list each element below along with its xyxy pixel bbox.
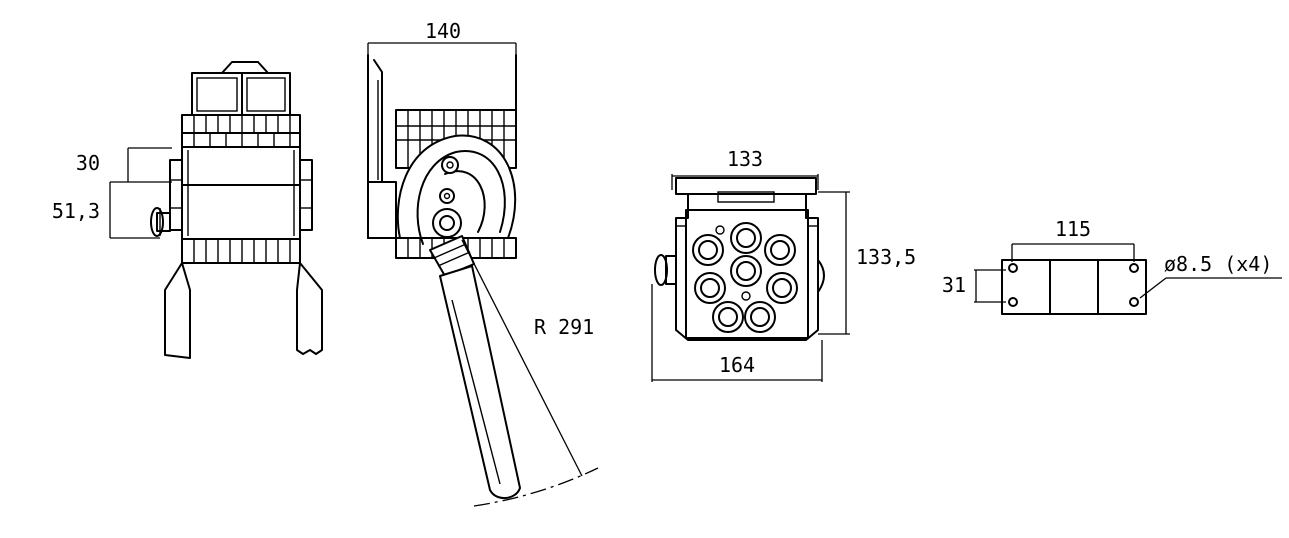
side-view-lower-teeth xyxy=(181,238,301,264)
front-view-body xyxy=(654,193,825,341)
base-plate-dimension-115: 115 xyxy=(1011,217,1135,262)
dimension-label: 133 xyxy=(727,147,763,171)
connector-hole xyxy=(772,278,792,298)
mounting-hole xyxy=(1129,297,1139,307)
dimension-label: 30 xyxy=(76,151,100,175)
lever-view-radius-291: R 291 xyxy=(461,239,599,507)
dimension-label: 51,3 xyxy=(52,199,100,223)
connector-hole xyxy=(700,278,720,298)
lever-view-dimension-140: 140 xyxy=(367,19,517,70)
connector-hole xyxy=(730,255,762,287)
side-view-body xyxy=(169,146,313,240)
dimension-label: ø8.5 (x4) xyxy=(1164,252,1272,276)
connector-hole xyxy=(770,240,790,260)
lever-view: 140 xyxy=(367,19,599,507)
connector-hole xyxy=(694,272,726,304)
connector-hole xyxy=(718,307,738,327)
connector-hole xyxy=(766,272,798,304)
side-view-dimension-51-3: 51,3 xyxy=(52,181,160,239)
base-plate-view: 115 31 ø8.5 (x4) xyxy=(942,217,1282,315)
connector-hole xyxy=(736,228,756,248)
front-view-dimension-164: 164 xyxy=(651,284,823,382)
base-plate-hole-callout: ø8.5 (x4) xyxy=(1139,252,1282,299)
dimension-label: 140 xyxy=(425,19,461,43)
connector-hole xyxy=(764,234,796,266)
front-view: 133 xyxy=(651,147,916,382)
front-view-dimension-133: 133 xyxy=(671,147,819,190)
side-view-top-cap xyxy=(191,61,291,116)
connector-hole xyxy=(692,234,724,266)
mounting-hole xyxy=(1008,297,1018,307)
side-view-knob xyxy=(150,207,171,237)
front-view-top-plate xyxy=(675,177,817,203)
front-view-connector-holes xyxy=(692,222,798,333)
dimension-label: R 291 xyxy=(534,315,594,339)
dimension-label: 164 xyxy=(719,353,755,377)
base-plate xyxy=(1001,259,1147,315)
dimension-label: 31 xyxy=(942,273,966,297)
connector-hole xyxy=(698,240,718,260)
side-view-upper-teeth xyxy=(181,114,301,148)
connector-hole xyxy=(730,222,762,254)
side-view-legs xyxy=(164,262,323,359)
connector-hole xyxy=(744,301,776,333)
connector-hole xyxy=(750,307,770,327)
side-view: 30 51,3 xyxy=(52,61,323,359)
side-view-dimension-30: 30 xyxy=(76,147,172,183)
front-view-dimension-133-5: 133,5 xyxy=(818,191,916,335)
mounting-hole xyxy=(1008,263,1018,273)
mounting-hole xyxy=(1129,263,1139,273)
connector-hole xyxy=(736,261,756,281)
dimension-label: 133,5 xyxy=(856,245,916,269)
lever-view-handle xyxy=(429,235,521,499)
dimension-label: 115 xyxy=(1055,217,1091,241)
lever-view-cam xyxy=(396,134,517,245)
base-plate-dimension-31: 31 xyxy=(942,269,1006,303)
connector-hole xyxy=(712,301,744,333)
